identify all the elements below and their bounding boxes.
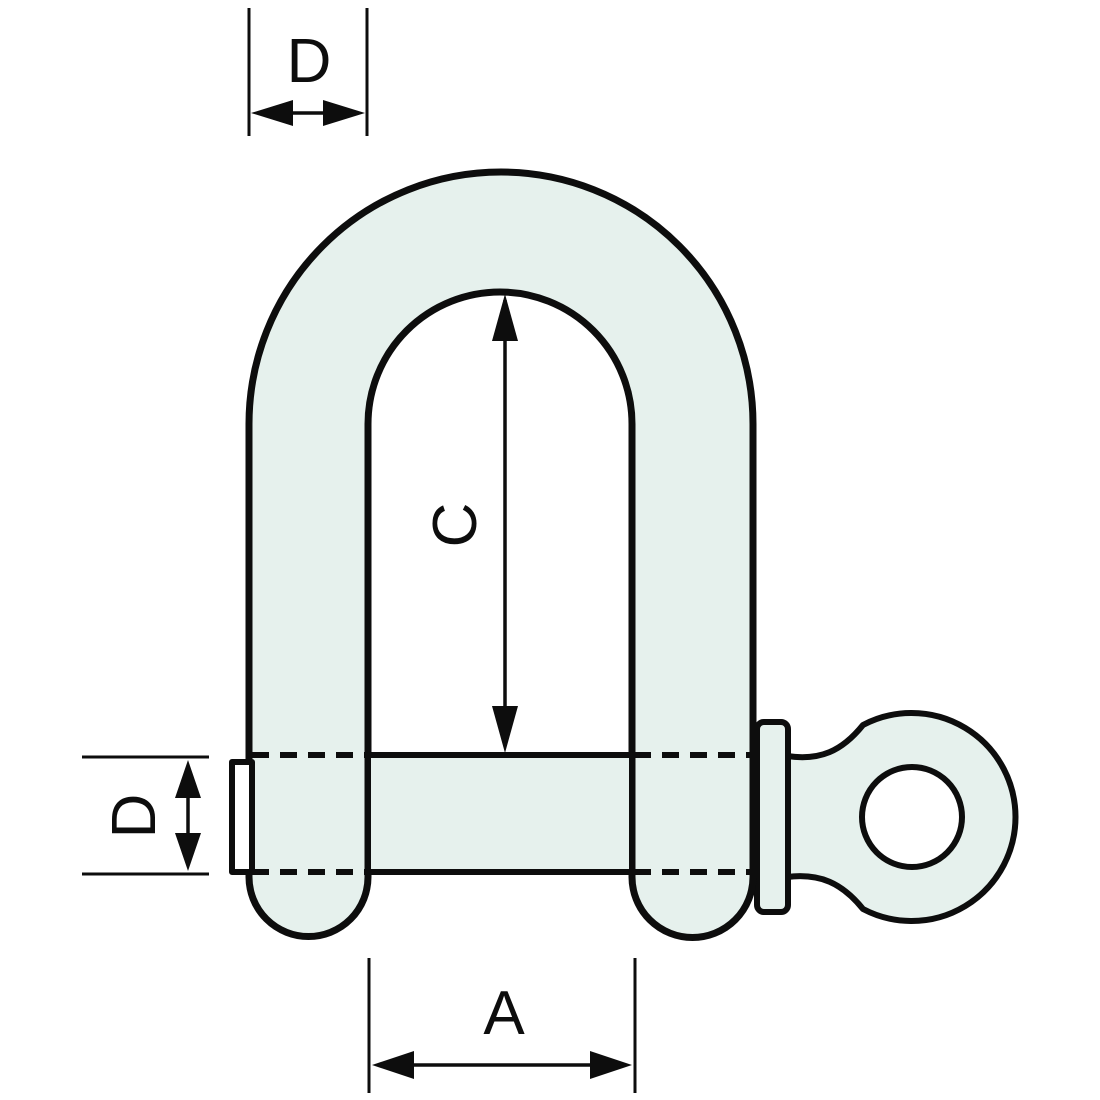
dimension-label-inside-width: A [483, 979, 525, 1048]
arrowhead-up-icon [492, 294, 518, 341]
dimension-inside-length: C [421, 294, 518, 753]
dimension-label-inside-length: C [421, 503, 490, 548]
dimension-label-bow-diameter: D [287, 27, 332, 96]
arrowhead-down-icon [492, 706, 518, 753]
dimension-label-pin-diameter: D [100, 794, 169, 839]
pin-end-cap [229, 759, 255, 875]
dimension-bow-diameter: D [247, 8, 369, 136]
dimension-inside-width: A [367, 958, 637, 1093]
pin-eye-hole [859, 764, 965, 870]
pin-shank [365, 752, 635, 875]
pin-hidden-edges [252, 752, 752, 875]
arrowhead-left-icon [372, 1051, 414, 1079]
arrowhead-down-icon [175, 833, 201, 871]
shackle-bow [245, 168, 757, 941]
pin-eye [754, 710, 1019, 924]
arrowhead-left-icon [251, 100, 293, 126]
arrowhead-up-icon [175, 760, 201, 798]
arrowhead-right-icon [323, 100, 365, 126]
dimension-pin-diameter: D [82, 755, 209, 876]
pin-collar [754, 719, 791, 915]
arrowhead-right-icon [590, 1051, 632, 1079]
